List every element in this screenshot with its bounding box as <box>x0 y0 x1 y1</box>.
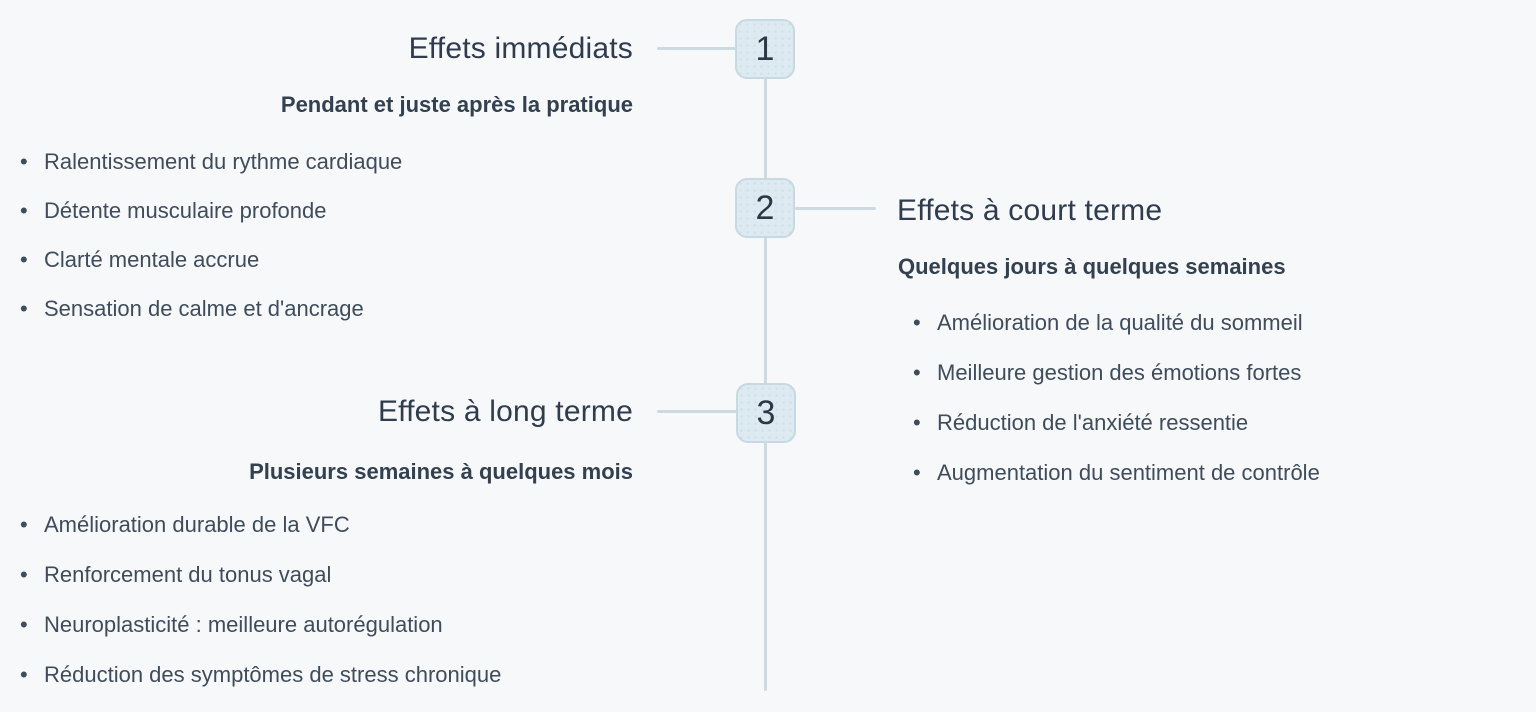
stage-3-item-list: Amélioration durable de la VFC Renforcem… <box>20 500 501 700</box>
connector-line-stage-2 <box>795 207 876 210</box>
stage-3-item: Amélioration durable de la VFC <box>20 500 501 550</box>
stage-2-item: Augmentation du sentiment de contrôle <box>913 448 1320 498</box>
timeline-vertical-line <box>764 49 767 691</box>
stage-2-number: 2 <box>755 188 775 227</box>
stage-2-item: Meilleure gestion des émotions fortes <box>913 348 1320 398</box>
stage-1-item: Sensation de calme et d'ancrage <box>20 284 402 333</box>
stage-3-number: 3 <box>756 393 776 432</box>
stage-1-item-list: Ralentissement du rythme cardiaque Déten… <box>20 137 402 333</box>
stage-1-number-badge: 1 <box>735 19 795 79</box>
stage-3-item: Renforcement du tonus vagal <box>20 550 501 600</box>
stage-2-item: Amélioration de la qualité du sommeil <box>913 298 1320 348</box>
connector-line-stage-1 <box>657 47 736 50</box>
stage-2-item-list: Amélioration de la qualité du sommeil Me… <box>913 298 1320 498</box>
stage-3-number-badge: 3 <box>736 383 796 443</box>
stage-3-item: Réduction des symptômes de stress chroni… <box>20 650 501 700</box>
stage-1-title: Effets immédiats <box>408 32 633 65</box>
stage-1-item: Ralentissement du rythme cardiaque <box>20 137 402 186</box>
connector-line-stage-3 <box>657 410 738 413</box>
stage-2-subtitle: Quelques jours à quelques semaines <box>898 254 1286 279</box>
stage-3-title: Effets à long terme <box>377 395 633 428</box>
stage-1-item: Clarté mentale accrue <box>20 235 402 284</box>
stage-1-subtitle: Pendant et juste après la pratique <box>280 92 633 117</box>
stage-2-title: Effets à court terme <box>897 194 1163 227</box>
stage-3-item: Neuroplasticité : meilleure autorégulati… <box>20 600 501 650</box>
stage-3-subtitle: Plusieurs semaines à quelques mois <box>249 459 633 484</box>
stage-2-number-badge: 2 <box>735 178 795 238</box>
stage-2-item: Réduction de l'anxiété ressentie <box>913 398 1320 448</box>
stage-1-number: 1 <box>755 29 775 68</box>
stage-1-item: Détente musculaire profonde <box>20 186 402 235</box>
